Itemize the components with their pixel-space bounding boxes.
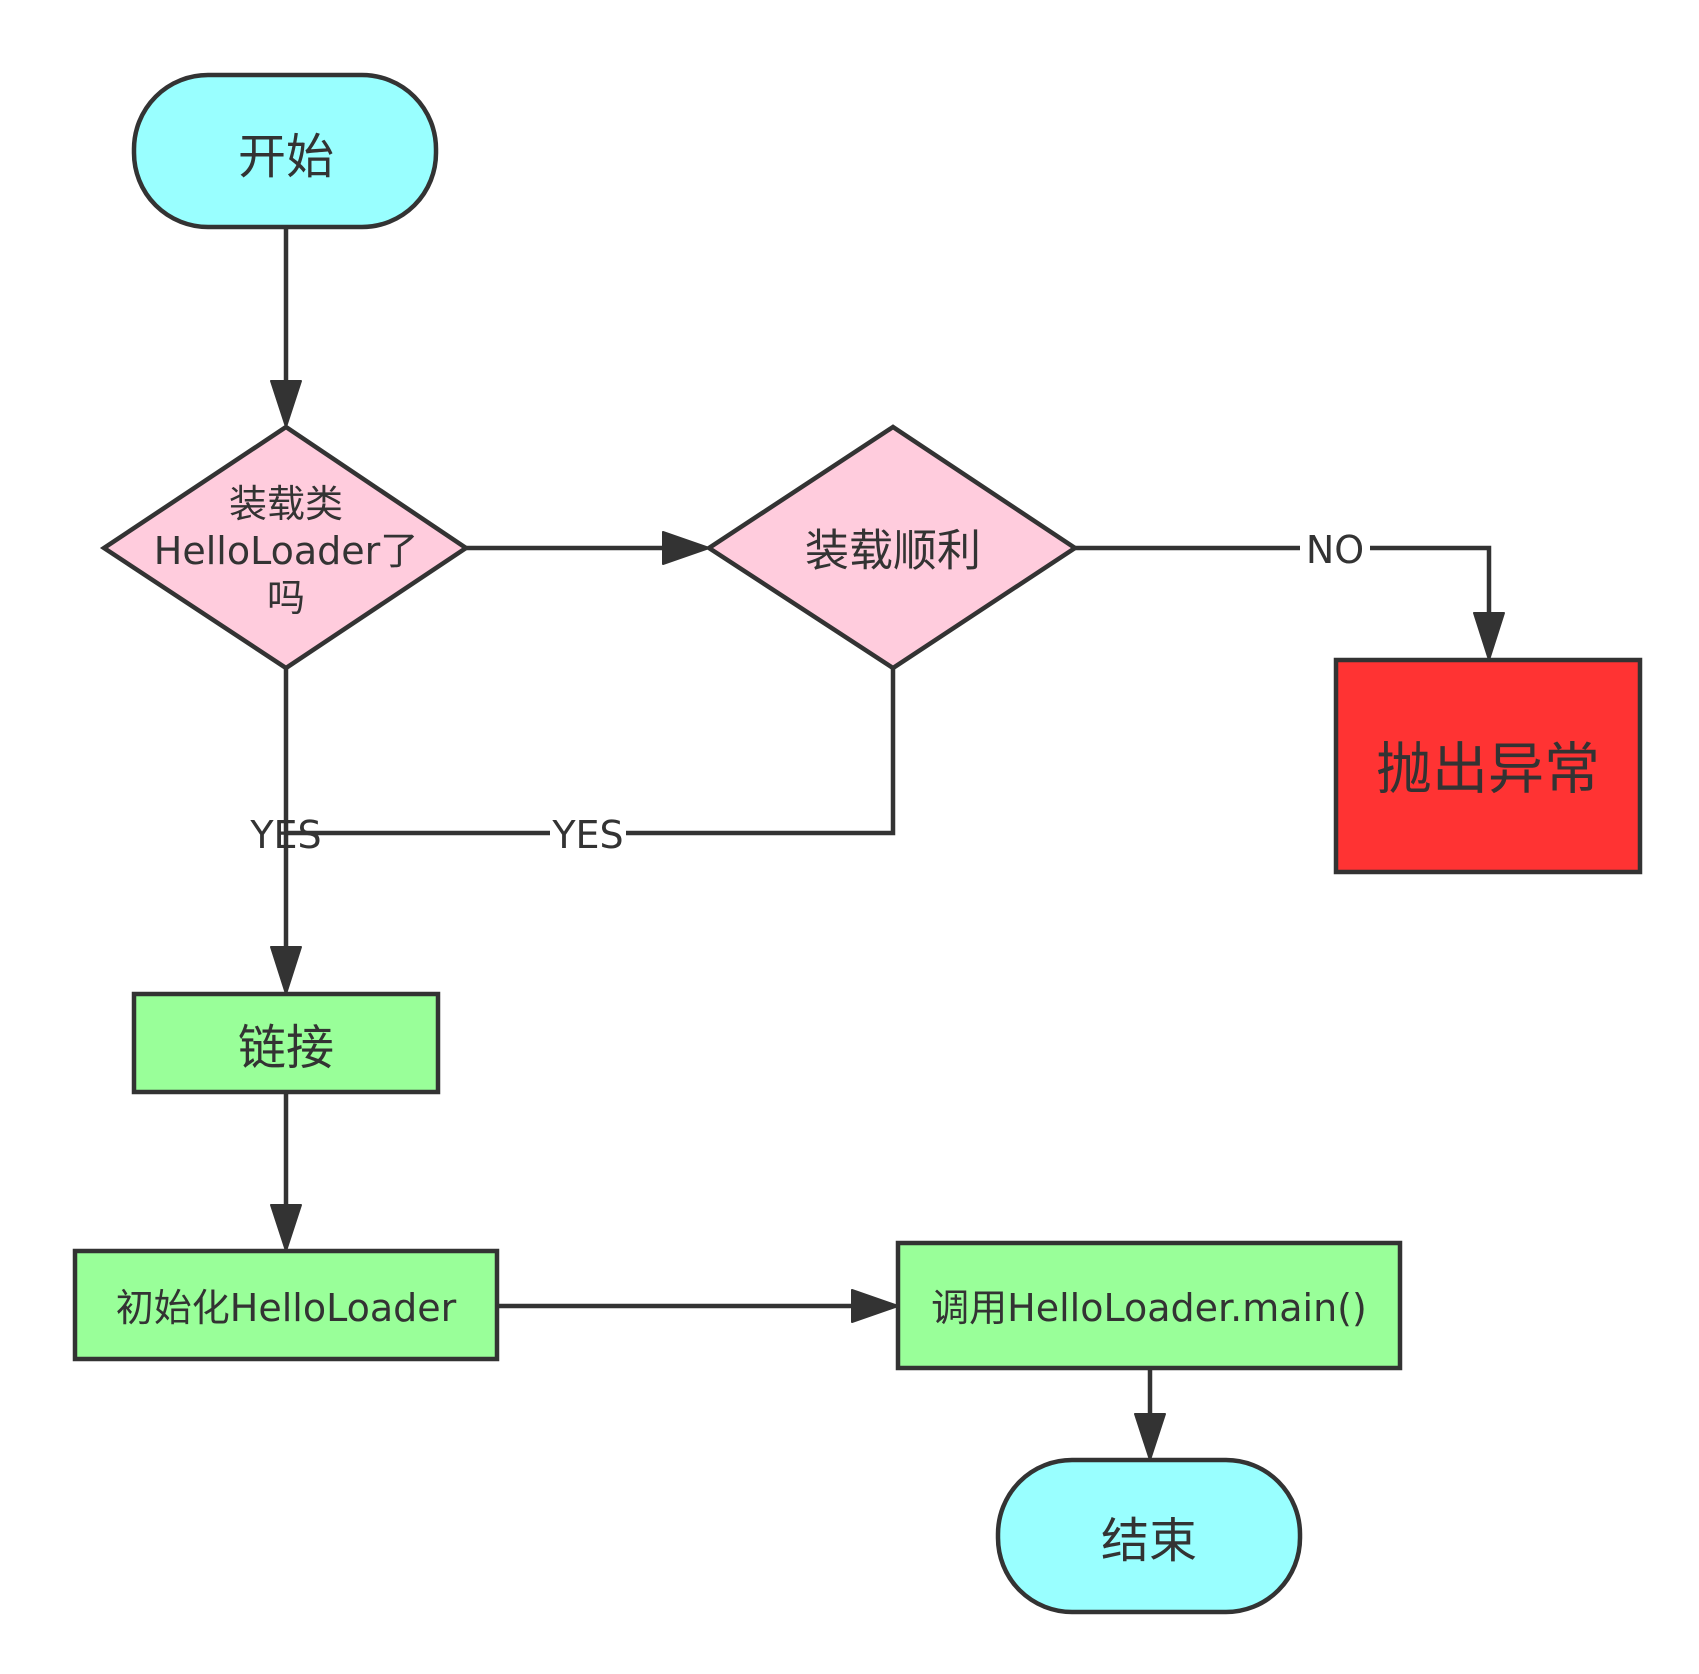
- edge-label-no: NO: [1306, 528, 1364, 572]
- arrowhead-link-to-init: [270, 1204, 302, 1252]
- edge-label-yes-load-ok: YES: [551, 813, 623, 857]
- decision-loaded-label-line-3: 吗: [267, 576, 305, 620]
- decision-loaded-diamond: [99, 424, 471, 671]
- throw-exception-box: [1333, 657, 1643, 875]
- node-start: 开始: [131, 72, 439, 230]
- link-label: 链接: [238, 1020, 334, 1076]
- arrowhead-start-to-decision: [270, 380, 302, 428]
- node-invoke-main: 调用HelloLoader.main(): [895, 1240, 1403, 1371]
- arrowhead-no-to-exception: [1473, 612, 1505, 661]
- arrowhead-main-to-end: [1134, 1413, 1166, 1461]
- node-end: 结束: [995, 1457, 1303, 1615]
- link-box: [131, 991, 441, 1095]
- invoke-main-box: [895, 1240, 1403, 1371]
- edge-no-to-exception: [1075, 545, 1492, 615]
- decision-loaded-label-line-1: 装载类: [229, 482, 343, 526]
- decision-load-ok-label: 装载顺利: [805, 526, 981, 577]
- init-box: [72, 1248, 500, 1362]
- node-decision-load-ok: 装载顺利: [704, 424, 1080, 671]
- edge-load-ok-yes-merge: [286, 668, 896, 836]
- node-link: 链接: [131, 991, 441, 1095]
- init-label: 初始化HelloLoader: [116, 1286, 457, 1330]
- node-init: 初始化HelloLoader: [72, 1248, 500, 1362]
- arrowhead-yes-to-link: [270, 946, 302, 995]
- end-label: 结束: [1101, 1513, 1197, 1569]
- throw-exception-label: 抛出异常: [1376, 738, 1600, 803]
- start-terminal: [131, 72, 439, 230]
- arrowhead-init-to-main: [851, 1289, 899, 1323]
- node-throw-exception: 抛出异常: [1333, 657, 1643, 875]
- end-terminal: [995, 1457, 1303, 1615]
- edge-label-yes-loaded: YES: [249, 813, 321, 857]
- decision-load-ok-diamond: [704, 424, 1080, 671]
- edge-labels: NO YES YES: [249, 528, 1370, 857]
- edges: [270, 228, 1505, 1461]
- start-label: 开始: [238, 129, 334, 185]
- arrowhead-decision-to-load-ok: [662, 531, 710, 565]
- decision-loaded-label-line-2: HelloLoader了: [154, 529, 418, 573]
- node-decision-loaded: 装载类 HelloLoader了 吗: [99, 424, 471, 671]
- invoke-main-label: 调用HelloLoader.main(): [931, 1286, 1367, 1330]
